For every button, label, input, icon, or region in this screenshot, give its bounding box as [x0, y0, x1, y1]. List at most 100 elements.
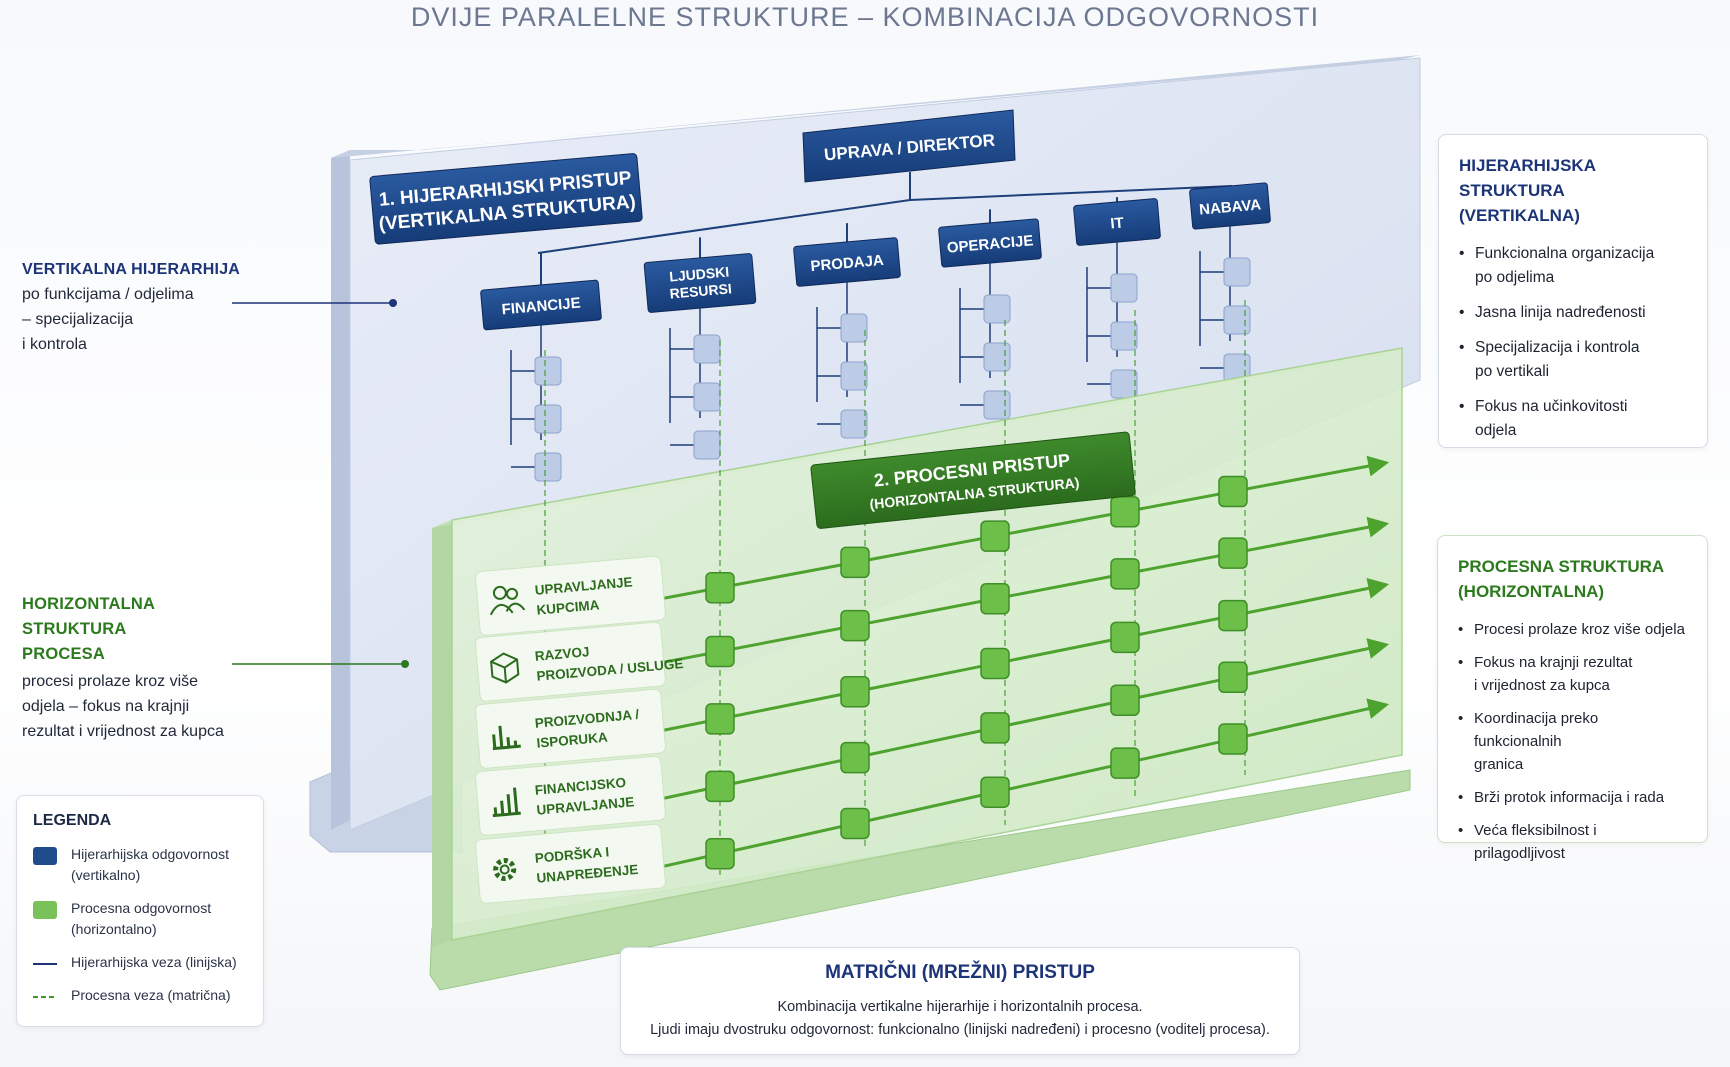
process-label-text: RAZVOJ — [534, 644, 590, 664]
vertical-note-line: – specijalizacija — [22, 311, 134, 328]
process-node — [840, 609, 870, 642]
factory-icon — [492, 725, 521, 751]
legend: LEGENDA Hijerarhijska odgovornost(vertik… — [16, 795, 264, 1027]
card-bullet: Jasna linija nadređenosti — [1459, 301, 1687, 325]
horizontal-process-note: HORIZONTALNA STRUKTURA PROCESA procesi p… — [22, 592, 262, 744]
staff-node — [840, 361, 868, 391]
hierarchy-bus — [537, 185, 1233, 254]
bar-chart-icon — [492, 787, 521, 818]
matrix-line: Kombinacija vertikalne hijerarhije i hor… — [777, 999, 1143, 1015]
process-node — [1110, 684, 1140, 716]
horizontal-note-line: procesi prolaze kroz više — [22, 673, 199, 690]
note-connector-dot — [389, 299, 397, 307]
process-panel-edge — [432, 520, 452, 948]
process-node — [980, 712, 1010, 744]
process-flow-arrow — [644, 698, 1390, 872]
staff-node — [1110, 369, 1138, 399]
legend-item-hierarchy-link: Hijerarhijska veza (linijska) — [33, 952, 247, 973]
department-node — [1189, 182, 1271, 230]
process-node — [980, 776, 1010, 808]
process-label-box — [475, 823, 666, 904]
department-node — [793, 237, 901, 287]
process-label-box — [475, 555, 666, 636]
horizontal-note-heading: HORIZONTALNA STRUKTURA — [22, 595, 155, 638]
process-label-box — [475, 621, 666, 702]
process-node — [980, 520, 1010, 552]
staff-node — [840, 313, 868, 343]
process-panel-base — [429, 769, 1411, 991]
process-label-text: KUPCIMA — [536, 597, 600, 617]
director-node — [802, 109, 1016, 183]
legend-label: Procesna odgovornost — [71, 900, 212, 916]
vertical-note-heading: VERTIKALNA HIJERARHIJA — [22, 261, 241, 278]
legend-label: Hijerarhijska veza (linijska) — [71, 954, 237, 970]
matrix-approach-box: MATRIČNI (MREŽNI) PRISTUP Kombinacija ve… — [620, 947, 1300, 1055]
vertical-note-line: i kontrola — [22, 336, 87, 353]
horizontal-note-line: rezultat i vrijednost za kupca — [22, 723, 224, 740]
process-flow-arrow — [644, 638, 1390, 804]
gear-icon — [493, 858, 517, 882]
department-node — [938, 218, 1042, 268]
process-structure-card: PROCESNA STRUKTURA (HORIZONTALNA) Proces… — [1437, 535, 1708, 862]
card-bullet: Brži protok informacija i rada — [1458, 786, 1687, 809]
department-label: PRODAJA — [810, 252, 885, 275]
box-icon — [490, 652, 520, 684]
process-flow-arrow — [644, 578, 1390, 736]
process-node — [1110, 496, 1140, 528]
process-node — [840, 675, 870, 708]
process-label: PROIZVODNJA /ISPORUKA — [475, 688, 666, 769]
process-flow-arrow — [644, 516, 1390, 668]
process-label-box — [475, 688, 666, 769]
process-node — [840, 546, 870, 579]
legend-line-dashed — [33, 996, 57, 998]
staff-node — [693, 334, 721, 364]
staff-node — [983, 294, 1011, 324]
process-node — [705, 703, 735, 735]
card-bullet: Procesi prolaze kroz više odjela — [1458, 618, 1687, 641]
process-label-text: PODRŠKA I — [534, 844, 610, 865]
staff-node — [534, 356, 562, 386]
process-node — [1218, 599, 1248, 632]
legend-swatch-blue — [33, 847, 57, 865]
staff-node — [534, 404, 562, 434]
vertical-note-line: po funkcijama / odjelima — [22, 286, 194, 303]
matrix-line: Ljudi imaju dvostruku odgovornost: funkc… — [650, 1022, 1270, 1038]
process-approach-badge — [810, 431, 1136, 529]
process-node — [705, 770, 735, 803]
hierarchy-structure-card: HIJERARHIJSKA STRUKTURA (VERTIKALNA) Fun… — [1438, 134, 1708, 448]
department-label: LJUDSKI — [669, 263, 730, 284]
process-node — [1218, 723, 1248, 755]
process-node — [1110, 621, 1140, 654]
department-label: RESURSI — [669, 280, 732, 301]
process-node — [1218, 537, 1248, 569]
legend-title: LEGENDA — [33, 812, 112, 829]
process-node — [840, 741, 870, 774]
staff-node — [693, 430, 721, 460]
process-node — [705, 635, 735, 668]
process-node — [705, 571, 735, 604]
staff-node — [1110, 273, 1138, 303]
department-label: FINANCIJE — [501, 295, 581, 319]
legend-item-process-link: Procesna veza (matrična) — [33, 985, 247, 1006]
process-label-text: ISPORUKA — [536, 730, 609, 751]
card-title: HIJERARHIJSKA STRUKTURA (VERTIKALNA) — [1459, 156, 1596, 225]
card-title: PROCESNA STRUKTURA (HORIZONTALNA) — [1458, 557, 1665, 601]
department-node — [643, 253, 757, 313]
process-flow-arrow — [644, 455, 1390, 604]
process-node — [1218, 475, 1248, 508]
page-title: DVIJE PARALELNE STRUKTURE – KOMBINACIJA … — [410, 2, 1320, 32]
legend-label: Procesna veza (matrična) — [71, 987, 231, 1003]
process-node — [705, 837, 735, 870]
staff-node — [1223, 305, 1251, 335]
process-node — [1110, 558, 1140, 590]
horizontal-note-heading: PROCESA — [22, 645, 105, 663]
legend-label: (horizontalno) — [71, 921, 157, 937]
